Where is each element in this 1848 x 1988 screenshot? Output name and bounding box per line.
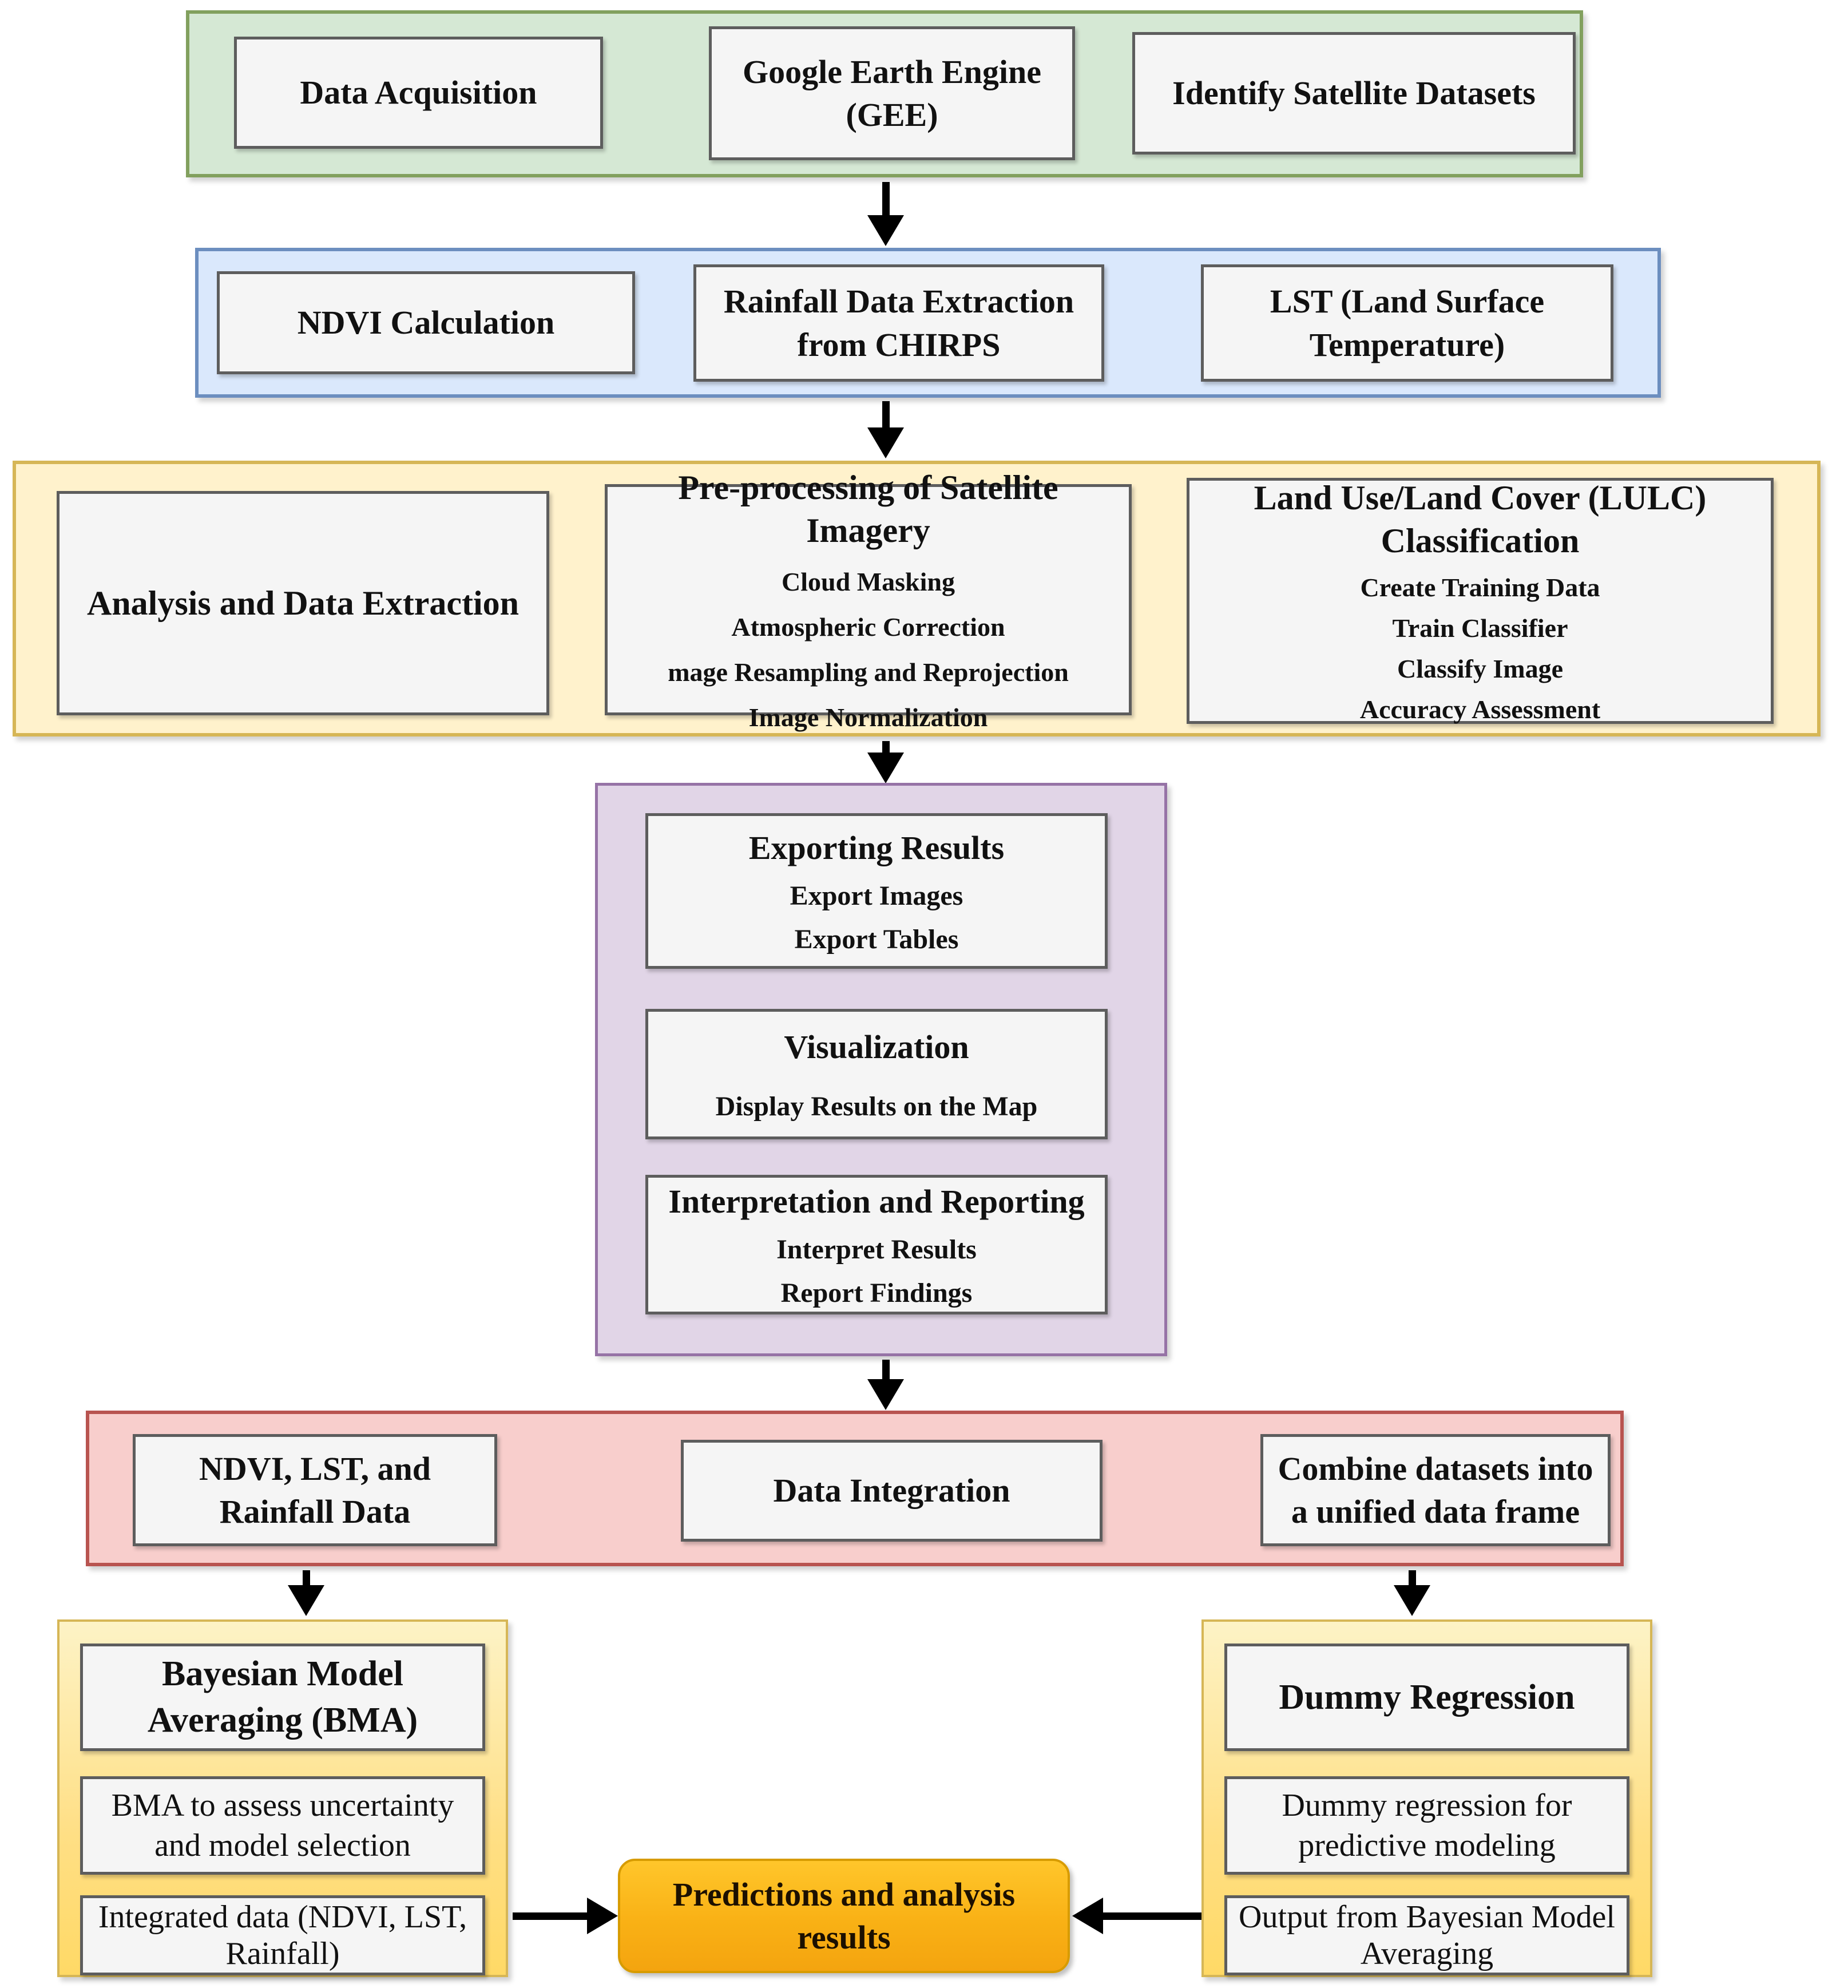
node-label: Output from Bayesian Model Averaging <box>1239 1899 1615 1971</box>
node-data-integration: Data Integration <box>681 1440 1103 1542</box>
node-title: Pre-processing of Satellite Imagery <box>678 469 1058 550</box>
node-label: Google Earth Engine (GEE) <box>742 53 1042 133</box>
node-ndvi-lst-rainfall-data: NDVI, LST, and Rainfall Data <box>133 1434 497 1546</box>
node-title-line1: Land Use/Land Cover (LULC) <box>1254 479 1707 517</box>
arrow-down-to-dummy-regression <box>1394 1570 1430 1616</box>
node-label: LST (Land Surface Temperature) <box>1270 283 1545 363</box>
node-label: Identify Satellite Datasets <box>1172 74 1536 112</box>
arrow-left-dummy-to-predictions <box>1072 1898 1201 1934</box>
node-title: Exporting Results <box>748 829 1005 866</box>
node-interpretation-reporting: Interpretation and Reporting Interpret R… <box>645 1175 1108 1314</box>
arrow-head-icon <box>867 215 904 246</box>
node-dummy-regression-title: Dummy Regression <box>1224 1644 1629 1751</box>
node-bma-uncertainty: BMA to assess uncertainty and model sele… <box>80 1776 485 1875</box>
node-label: Combine datasets into a unified data fra… <box>1278 1450 1593 1530</box>
arrow-head-icon <box>867 1379 904 1410</box>
node-analysis-data-extraction: Analysis and Data Extraction <box>57 491 549 715</box>
stage-band-results: Exporting Results Export Images Export T… <box>595 783 1167 1356</box>
node-title: Visualization <box>784 1028 969 1066</box>
node-label: BMA to assess uncertainty and model sele… <box>111 1788 454 1863</box>
group-bayesian-model-averaging: Bayesian Model Averaging (BMA) BMA to as… <box>57 1619 508 1977</box>
node-preprocessing: Pre-processing of Satellite Imagery Clou… <box>605 469 1132 732</box>
group-dummy-regression: Dummy Regression Dummy regression for pr… <box>1201 1619 1652 1977</box>
arrow-shaft <box>1103 1912 1201 1920</box>
node-step: Interpret Results <box>776 1234 977 1265</box>
arrow-down-analysis-to-results <box>867 741 904 783</box>
arrow-shaft <box>882 1360 890 1379</box>
node-step: Display Results on the Map <box>715 1091 1038 1122</box>
node-label: Dummy regression for predictive modeling <box>1282 1788 1572 1863</box>
node-label: Bayesian Model Averaging (BMA) <box>147 1654 418 1740</box>
node-data-acquisition: Data Acquisition <box>234 37 603 149</box>
node-step: Classify Image <box>1397 654 1564 683</box>
node-title: Interpretation and Reporting <box>668 1182 1085 1220</box>
node-label: NDVI Calculation <box>297 304 555 342</box>
node-predictions-results: Predictions and analysis results <box>618 1859 1070 1973</box>
stage-band-integration: NDVI, LST, and Rainfall Data Data Integr… <box>86 1411 1624 1566</box>
node-label: Integrated data (NDVI, LST, Rainfall) <box>98 1899 467 1971</box>
node-step: Cloud Masking <box>782 567 955 597</box>
arrow-shaft <box>513 1912 587 1920</box>
arrow-right-bma-to-predictions <box>513 1898 618 1934</box>
node-dummy-predictive: Dummy regression for predictive modeling <box>1224 1776 1629 1875</box>
node-label: Analysis and Data Extraction <box>86 584 519 622</box>
stage-band-analysis: Analysis and Data Extraction Pre-process… <box>13 461 1821 736</box>
arrow-down-results-to-integration <box>867 1360 904 1410</box>
arrow-shaft <box>1408 1570 1416 1585</box>
node-bma-title: Bayesian Model Averaging (BMA) <box>80 1644 485 1751</box>
node-lst: LST (Land Surface Temperature) <box>1201 264 1613 382</box>
node-google-earth-engine: Google Earth Engine (GEE) <box>709 26 1075 160</box>
node-step: mage Resampling and Reprojection <box>668 658 1069 687</box>
node-dummy-bma-output: Output from Bayesian Model Averaging <box>1224 1895 1629 1975</box>
node-label: Dummy Regression <box>1279 1677 1575 1717</box>
node-step: Export Tables <box>794 924 959 955</box>
node-visualization: Visualization Display Results on the Map <box>645 1009 1108 1139</box>
arrow-head-icon <box>867 427 904 458</box>
arrow-down-acquisition-to-derivation <box>867 182 904 246</box>
arrow-head-icon <box>288 1585 324 1616</box>
arrow-shaft <box>302 1570 310 1585</box>
node-title-line2: Classification <box>1381 522 1580 560</box>
node-step: Report Findings <box>780 1277 973 1308</box>
node-lulc-classification: Land Use/Land Cover (LULC) Classificatio… <box>1187 478 1774 724</box>
arrow-head-icon <box>587 1898 618 1934</box>
stage-band-acquisition: Data Acquisition Google Earth Engine (GE… <box>186 10 1583 177</box>
node-step: Atmospheric Correction <box>731 612 1005 642</box>
node-step: Image Normalization <box>748 702 988 732</box>
node-identify-satellite-datasets: Identify Satellite Datasets <box>1132 32 1576 155</box>
node-label: NDVI, LST, and Rainfall Data <box>199 1450 431 1530</box>
arrow-down-to-bma <box>288 1570 324 1616</box>
arrow-shaft <box>882 741 890 753</box>
node-label: Predictions and analysis results <box>672 1875 1016 1956</box>
arrow-head-icon <box>1072 1898 1103 1934</box>
node-label: Data Integration <box>773 1472 1010 1510</box>
node-step: Accuracy Assessment <box>1359 694 1601 724</box>
node-label: Rainfall Data Extraction from CHIRPS <box>723 283 1074 363</box>
node-combine-datasets: Combine datasets into a unified data fra… <box>1260 1434 1611 1546</box>
node-label: Data Acquisition <box>300 74 537 112</box>
node-exporting-results: Exporting Results Export Images Export T… <box>645 813 1108 969</box>
node-step: Create Training Data <box>1360 573 1600 603</box>
stage-band-derivation: NDVI Calculation Rainfall Data Extractio… <box>195 248 1661 398</box>
arrow-head-icon <box>867 753 904 783</box>
node-bma-integrated-data: Integrated data (NDVI, LST, Rainfall) <box>80 1895 485 1975</box>
node-step: Export Images <box>790 881 963 912</box>
node-step: Train Classifier <box>1392 613 1568 643</box>
node-rainfall-extraction: Rainfall Data Extraction from CHIRPS <box>693 264 1104 382</box>
arrow-shaft <box>882 182 890 215</box>
arrow-shaft <box>882 401 890 427</box>
arrow-down-derivation-to-analysis <box>867 401 904 458</box>
node-ndvi-calculation: NDVI Calculation <box>217 271 635 374</box>
arrow-head-icon <box>1394 1585 1430 1616</box>
